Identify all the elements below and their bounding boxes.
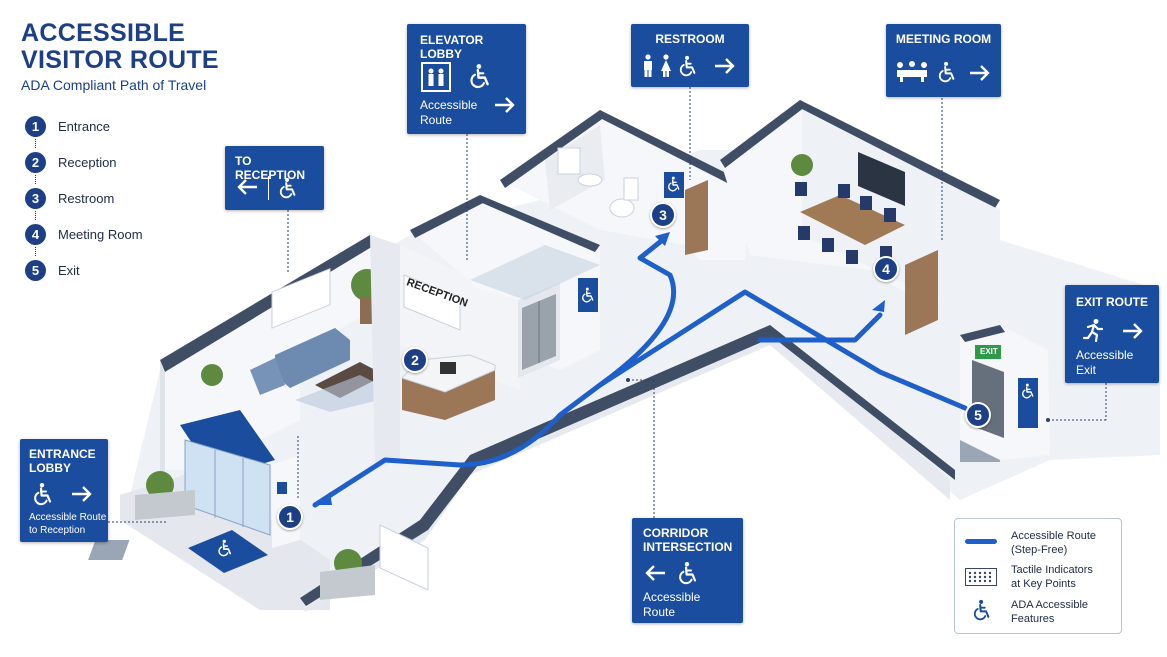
sign-text: Route bbox=[643, 605, 676, 619]
route-line-icon bbox=[965, 539, 997, 544]
sign-title: LOBBY bbox=[29, 461, 71, 475]
page-title: ACCESSIBLE VISITOR ROUTE bbox=[21, 19, 219, 74]
elevator-lobby-sign: ELEVATOR LOBBY Accessible Route bbox=[407, 24, 526, 134]
exit-route-sign: EXIT ROUTE Accessible Exit bbox=[1065, 285, 1159, 383]
step-entrance: 1 Entrance bbox=[25, 116, 143, 152]
wheelchair-icon bbox=[936, 60, 958, 84]
elevator-icon bbox=[421, 62, 451, 92]
route-marker-2: 2 bbox=[402, 347, 428, 373]
legend-label: Accessible Route(Step-Free) bbox=[1011, 530, 1096, 556]
sign-title: ELEVATOR LOBBY bbox=[420, 33, 484, 61]
page-subtitle: ADA Compliant Path of Travel bbox=[21, 77, 207, 93]
wheelchair-icon bbox=[677, 54, 699, 78]
route-marker-3: 3 bbox=[650, 202, 676, 228]
arrow-right-icon bbox=[970, 65, 990, 81]
arrow-right-icon bbox=[495, 97, 515, 113]
step-label: Entrance bbox=[58, 119, 111, 134]
sign-title: RESTROOM bbox=[655, 32, 725, 46]
arrow-left-icon bbox=[645, 565, 665, 581]
exit-door-sign: EXIT bbox=[980, 347, 998, 356]
step-exit: 5 Exit bbox=[25, 260, 143, 296]
step-meeting-room: 4 Meeting Room bbox=[25, 224, 143, 260]
step-label: Restroom bbox=[58, 191, 115, 206]
route-marker-4: 4 bbox=[873, 256, 899, 282]
accessible-route-path bbox=[312, 289, 968, 508]
sign-text: Route bbox=[420, 113, 453, 127]
step-number: 1 bbox=[25, 116, 46, 137]
legend-item-route: Accessible Route(Step-Free) bbox=[965, 529, 1096, 556]
sign-text: Accessible bbox=[1076, 348, 1134, 362]
to-reception-sign: TO RECEPTION bbox=[225, 146, 324, 210]
sign-text: Accessible Route bbox=[29, 512, 107, 523]
step-number: 2 bbox=[25, 152, 46, 173]
man-icon bbox=[644, 54, 652, 77]
sign-title: MEETING ROOM bbox=[895, 32, 992, 46]
sign-text: Accessible bbox=[643, 590, 701, 604]
step-number: 3 bbox=[25, 188, 46, 209]
sign-text: to Reception bbox=[29, 525, 86, 536]
step-label: Reception bbox=[58, 155, 117, 170]
step-reception: 2 Reception bbox=[25, 152, 143, 188]
arrow-right-icon bbox=[72, 486, 92, 502]
tactile-grid-icon bbox=[965, 568, 997, 586]
step-label: Exit bbox=[58, 263, 80, 278]
step-label: Meeting Room bbox=[58, 227, 143, 242]
entrance-lobby-sign: ENTRANCE LOBBY Accessible Route to Recep… bbox=[20, 439, 108, 542]
meeting-table-icon bbox=[897, 61, 927, 82]
route-steps-list: 1 Entrance 2 Reception 3 Restroom 4 Meeting … bbox=[25, 116, 143, 296]
wheelchair-icon bbox=[467, 63, 493, 89]
step-restroom: 3 Restroom bbox=[25, 188, 143, 224]
route-marker-1: 1 bbox=[277, 504, 303, 530]
sign-title: ENTRANCE bbox=[29, 447, 96, 461]
sign-divider bbox=[268, 176, 269, 200]
sign-title: CORRIDOR bbox=[643, 526, 709, 540]
wheelchair-icon bbox=[676, 560, 700, 586]
running-person-icon bbox=[1082, 319, 1104, 342]
sign-title: EXIT ROUTE bbox=[1075, 295, 1148, 309]
wheelchair-icon bbox=[31, 481, 55, 507]
route-marker-5: 5 bbox=[965, 402, 991, 428]
step-number: 5 bbox=[25, 260, 46, 281]
arrow-right-icon bbox=[1123, 323, 1143, 339]
sign-text: Exit bbox=[1076, 363, 1097, 377]
arrow-right-icon bbox=[715, 58, 735, 74]
wheelchair-icon bbox=[973, 599, 990, 621]
woman-icon bbox=[661, 54, 671, 77]
sign-title: INTERSECTION bbox=[643, 540, 733, 554]
wheelchair-icon bbox=[277, 176, 299, 200]
step-number: 4 bbox=[25, 224, 46, 245]
sign-text: Accessible bbox=[420, 98, 478, 112]
restroom-sign: RESTROOM bbox=[631, 24, 749, 87]
corridor-intersection-sign: CORRIDOR INTERSECTION Accessible Route bbox=[632, 518, 743, 623]
legend: Accessible Route(Step-Free) Tactile Indi… bbox=[954, 518, 1122, 634]
meeting-room-sign: MEETING ROOM bbox=[886, 24, 1001, 97]
arrow-left-icon bbox=[237, 179, 257, 195]
